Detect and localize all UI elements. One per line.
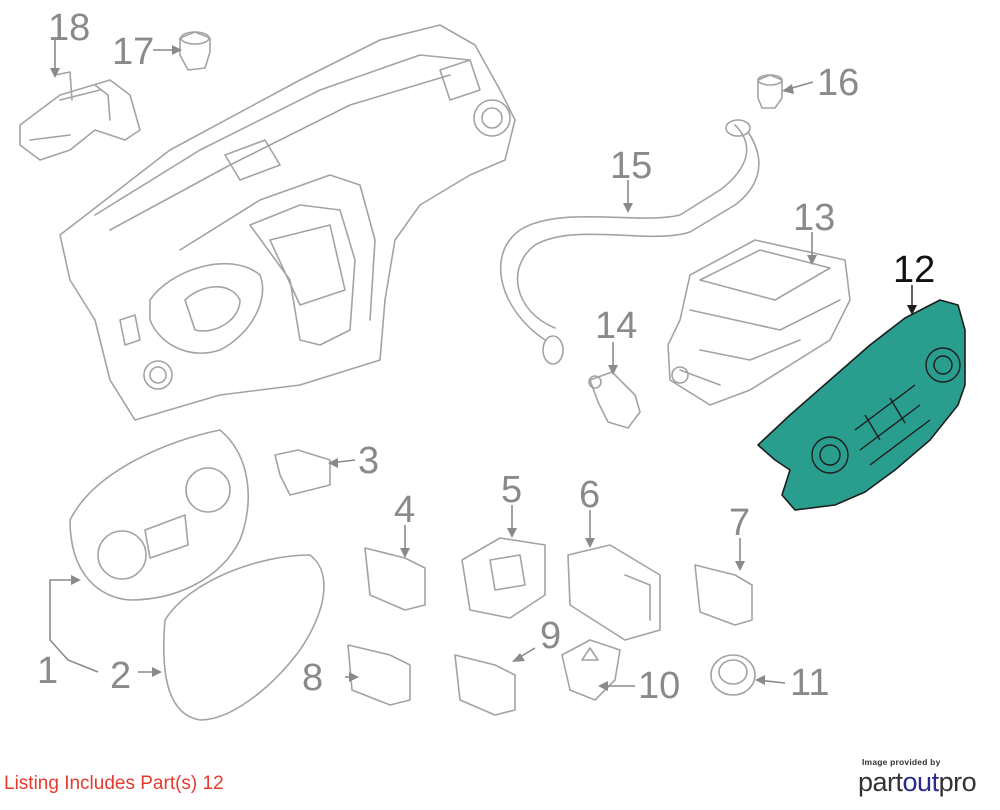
callout-11: 11 (790, 662, 829, 704)
leader-lines (49, 40, 917, 691)
callout-9: 9 (540, 615, 561, 657)
callout-10: 10 (638, 665, 680, 707)
brand-out: out (902, 767, 940, 797)
switch-part-3 (274, 449, 331, 496)
callout-8: 8 (302, 657, 323, 699)
clip-part-17 (179, 31, 211, 71)
callout-15: 15 (610, 145, 652, 187)
brand-pro: pro (938, 767, 977, 797)
callout-7: 7 (729, 502, 750, 544)
callout-labels: 18 17 16 15 13 12 14 3 4 5 6 7 9 1 2 8 1… (37, 7, 935, 707)
callout-13: 13 (793, 197, 835, 239)
callout-6: 6 (579, 474, 600, 516)
knob-part-11 (710, 654, 756, 696)
callout-16: 16 (817, 62, 859, 104)
hazard-switch-part-10 (561, 639, 621, 701)
callout-1: 1 (37, 650, 58, 692)
callout-17: 17 (112, 31, 154, 73)
cluster-lens-part-2 (162, 554, 325, 721)
callout-18: 18 (48, 7, 90, 49)
switch-part-4 (364, 547, 426, 611)
hose-part-15 (499, 119, 760, 365)
dashboard-part (59, 24, 516, 421)
switch-part-7 (694, 564, 753, 626)
callout-2: 2 (110, 655, 131, 697)
brand-part: part (858, 767, 903, 797)
partoutpro-logo: partoutpro (858, 767, 998, 797)
callout-4: 4 (394, 489, 415, 531)
image-provided-by-text: Image provided by (862, 757, 941, 767)
switch-part-8 (347, 644, 411, 706)
module-part-13 (667, 239, 851, 406)
sensor-part-14 (588, 371, 641, 429)
bracket-part-18 (19, 71, 141, 161)
instrument-cluster-part-1 (69, 429, 249, 601)
switch-part-9 (454, 654, 516, 716)
module-part-5 (461, 537, 546, 619)
listing-includes-text: Listing Includes Part(s) 12 (4, 773, 224, 794)
clip-part-16 (757, 74, 783, 109)
callout-3: 3 (358, 440, 379, 482)
callout-12: 12 (893, 249, 935, 291)
callout-14: 14 (595, 305, 637, 347)
climate-control-panel-part-12[interactable] (757, 299, 966, 511)
switch-part-6 (567, 544, 661, 641)
callout-5: 5 (501, 469, 522, 511)
brand-logo-block: Image provided by partoutpro (858, 757, 998, 797)
